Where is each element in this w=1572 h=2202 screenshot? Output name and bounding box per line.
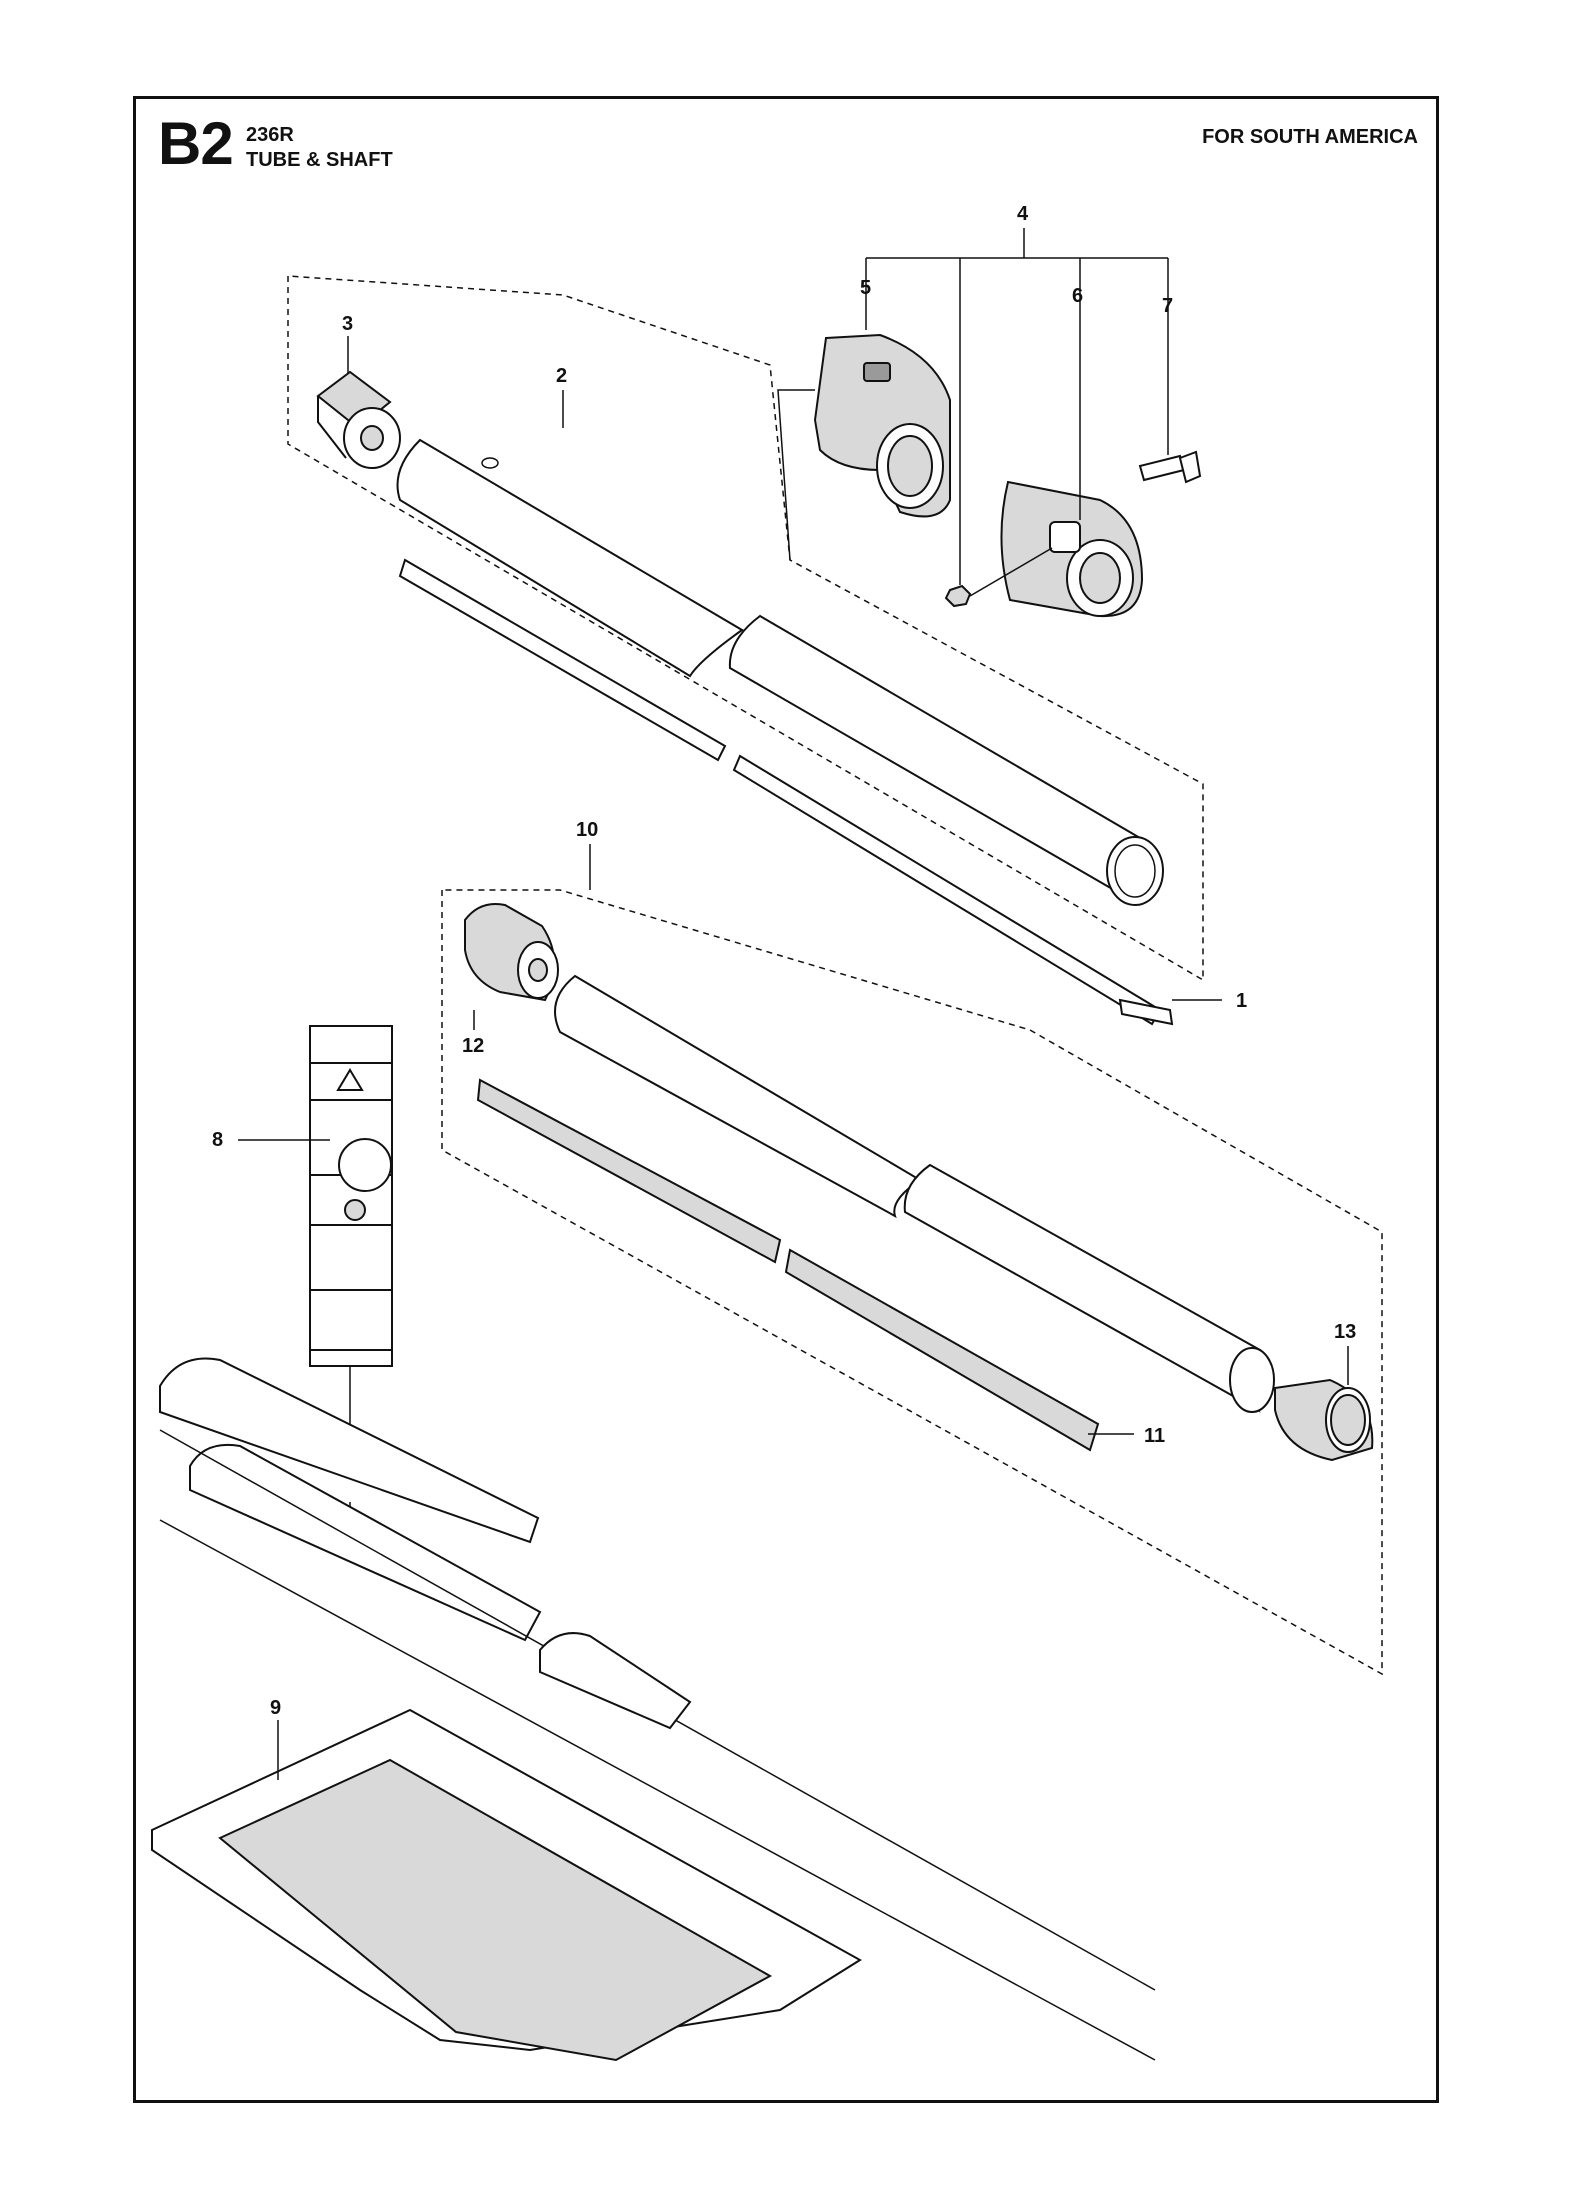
callout-12: 12: [462, 1035, 484, 1057]
part-13-end-cap: [1274, 1378, 1374, 1462]
callout-8: 8: [212, 1129, 223, 1151]
part-1-shaft-upper: [398, 558, 1162, 1026]
callout-11: 11: [1144, 1425, 1165, 1447]
tube-housing-sketch: [159, 1357, 1156, 2061]
callout-13: 13: [1334, 1321, 1356, 1343]
callout-9: 9: [270, 1697, 281, 1719]
part-12-bushing: [464, 903, 559, 1002]
callout-6: 6: [1072, 285, 1083, 307]
region-label: FOR SOUTH AMERICA: [1202, 126, 1418, 148]
part-1-shaft-tip: [1118, 998, 1222, 1026]
part-4-nut: [944, 547, 1053, 608]
callout-4: 4: [1017, 203, 1029, 225]
part-2-tube-upper: [396, 438, 744, 678]
model-number: 236R: [246, 124, 294, 146]
part-2-tube-lower: [728, 614, 1164, 906]
callout-1: 1: [1236, 990, 1247, 1012]
callout-3: 3: [342, 313, 353, 335]
part-9-label-plate: [151, 1708, 862, 2062]
clamp-bracket: [777, 389, 815, 561]
page-frame: [133, 96, 1439, 2103]
page-title: TUBE & SHAFT: [246, 149, 393, 171]
part-10-tube-end: [1229, 1347, 1275, 1413]
callout-4-bracket: [865, 228, 1169, 585]
part-3-bushing: [316, 370, 401, 469]
part-11-channel-b: [784, 1248, 1100, 1452]
callout-10: 10: [576, 819, 598, 841]
callout-7: 7: [1162, 295, 1173, 317]
part-11-channel-a: [476, 1078, 782, 1264]
part-8-warning-decal: [309, 1025, 393, 1367]
part-7-screw: [1138, 450, 1202, 484]
part-5-handle-clamp: [813, 333, 951, 518]
callout-5: 5: [860, 277, 871, 299]
section-code: B2: [158, 110, 234, 177]
callout-2: 2: [556, 365, 567, 387]
part-6-lower-clamp: [1000, 480, 1144, 618]
part-10-tube-a: [554, 974, 922, 1219]
group-10-outline: [441, 889, 1383, 1676]
group-2-outline: [287, 275, 1204, 982]
